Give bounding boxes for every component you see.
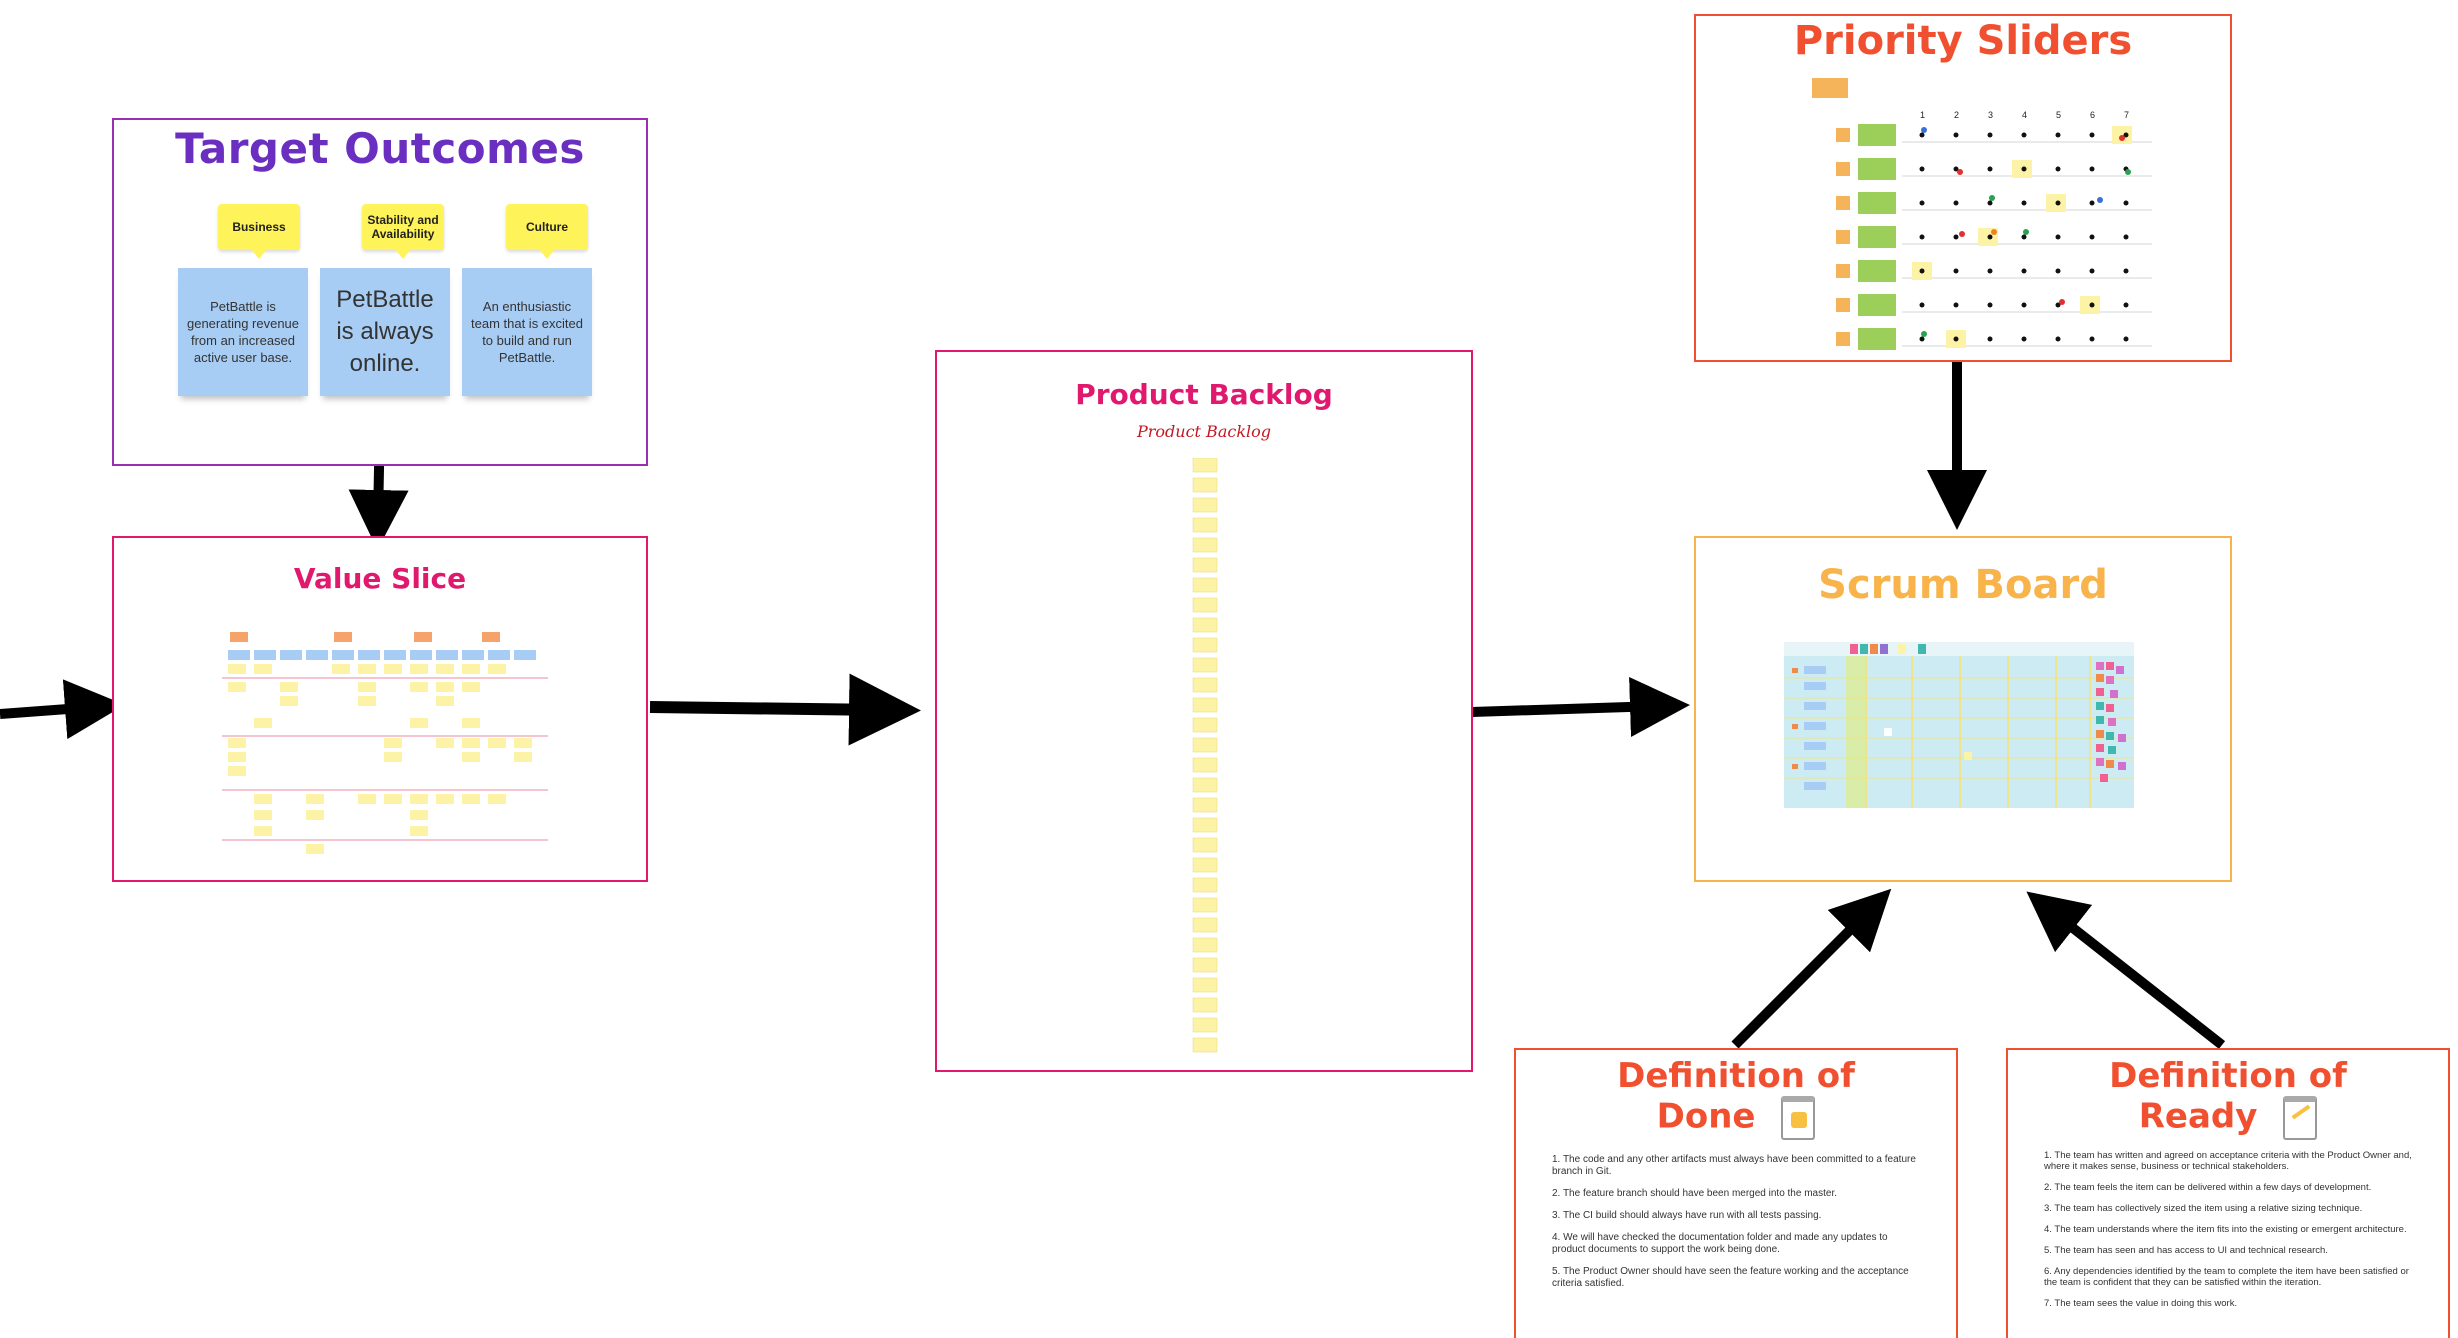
svg-text:7: 7 [2124,110,2129,120]
dor-title-line1: Definition of [2109,1056,2347,1096]
dor-item: 4. The team understands where the item f… [2044,1224,2407,1235]
svg-text:6: 6 [2090,110,2095,120]
svg-text:4: 4 [2022,110,2027,120]
dor-list: 1. The team has written and agreed on ac… [2044,1150,2416,1319]
svg-text:2: 2 [1954,110,1959,120]
svg-text:5: 5 [2056,110,2061,120]
tag-business: Business [218,204,300,259]
scrum-board-thumbnail [1784,642,2134,808]
dod-title-line2-text: Done [1656,1096,1756,1137]
dor-item: 7. The team sees the value in doing this… [2044,1298,2238,1309]
arrow-value-slice-to-backlog [649,673,921,746]
dod-item: 3. The CI build should always have run w… [1552,1210,1822,1221]
dod-title-line1: Definition of [1617,1056,1855,1096]
svg-text:3: 3 [1988,110,1993,120]
value-slice-thumbnail [222,630,548,860]
note-culture: An enthusiastic team that is excited to … [462,268,592,396]
scrum-board-title: Scrum Board [1818,562,2108,608]
svg-text:1: 1 [1920,110,1925,120]
notepad-icon [1781,1096,1816,1140]
dod-item: 4. We will have checked the documentatio… [1552,1232,1888,1255]
target-outcomes-frame[interactable]: Target Outcomes Business Stability and A… [112,118,648,466]
value-slice-frame[interactable]: Value Slice [112,536,648,882]
arrow-left-into-value-slice [0,679,125,740]
dod-item: 5. The Product Owner should have seen th… [1552,1266,1909,1289]
product-backlog-title: Product Backlog [1075,378,1333,411]
dor-title-line2: Ready [2008,1096,2448,1140]
dor-item: 5. The team has seen and has access to U… [2044,1245,2328,1256]
dor-title-line2-text: Ready [2138,1096,2258,1137]
tag-stability: Stability and Availability [362,204,444,259]
tag-culture: Culture [506,204,588,259]
dod-item: 2. The feature branch should have been m… [1552,1188,1837,1199]
dor-item: 2. The team feels the item can be delive… [2044,1182,2372,1193]
product-backlog-subtitle: Product Backlog [1136,422,1271,441]
value-slice-title: Value Slice [293,562,467,595]
note-business: PetBattle is generating revenue from an … [178,268,308,396]
dod-item: 1. The code and any other artifacts must… [1552,1154,1916,1177]
scrum-board-frame[interactable]: Scrum Board [1694,536,2232,882]
priority-sliders-thumbnail: 1 2 3 4 5 6 7 [1812,76,2152,352]
priority-sliders-title: Priority Sliders [1793,18,2133,64]
memo-icon [2283,1096,2318,1140]
definition-of-done-frame[interactable]: Definition of Done 1. The code and any o… [1514,1048,1958,1338]
arrow-backlog-to-scrum [1471,676,1690,737]
arrow-ready-to-scrum [2026,891,2226,1049]
dod-list: 1. The code and any other artifacts must… [1552,1154,1922,1300]
dod-title-line2: Done [1516,1096,1956,1140]
arrow-done-to-scrum [1731,888,1892,1049]
note-stability: PetBattle is always online. [320,268,450,396]
product-backlog-column [1192,458,1218,1053]
dor-item: 6. Any dependencies identified by the te… [2044,1266,2409,1288]
priority-sliders-frame[interactable]: Priority Sliders 1 2 3 4 5 6 7 [1694,14,2232,362]
dor-item: 3. The team has collectively sized the i… [2044,1203,2363,1214]
definition-of-ready-frame[interactable]: Definition of Ready 1. The team has writ… [2006,1048,2450,1338]
target-outcomes-title: Target Outcomes [175,124,585,173]
dor-item: 1. The team has written and agreed on ac… [2044,1150,2412,1172]
product-backlog-frame[interactable]: Product Backlog Product Backlog [935,350,1473,1072]
